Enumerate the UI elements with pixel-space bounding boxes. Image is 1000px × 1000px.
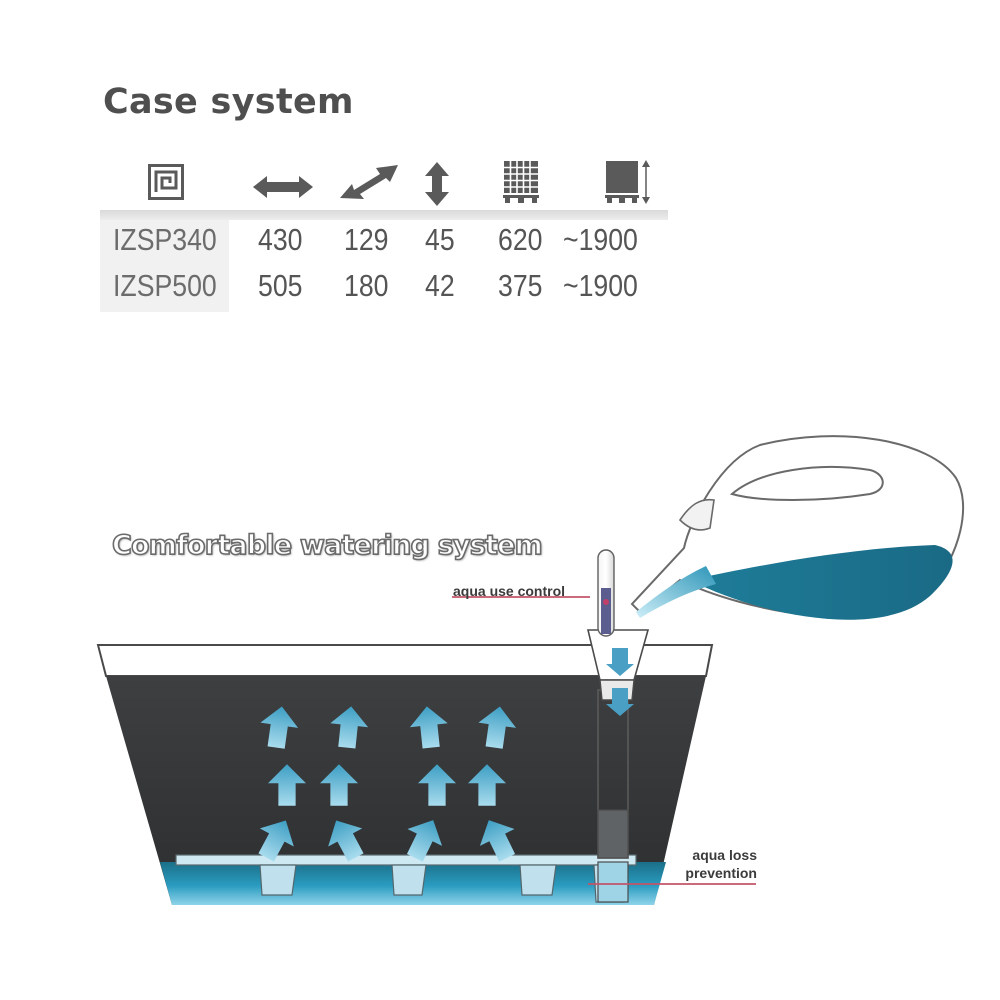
aqua-use-control-label: aqua use control [453,583,566,599]
stack-height-icon [605,160,650,204]
pallet-grid-icon [503,161,539,203]
width-value: 505 [258,268,303,303]
stack-height-value: ~1900 [563,222,638,257]
spec-table-header [0,150,700,220]
height-arrow-icon [425,162,449,206]
width-value: 430 [258,222,303,257]
depth-arrow-icon [340,165,398,199]
model-name: IZSP340 [113,222,217,257]
depth-value: 180 [344,268,389,303]
watering-system-title: Comfortable watering system [111,529,543,562]
pallet-quantity-value: 375 [498,268,543,303]
width-arrow-icon [253,176,313,198]
model-name: IZSP500 [113,268,217,303]
model-column-background [100,220,229,312]
watering-system-illustration [96,435,965,905]
table-header-rule [100,210,668,220]
aqua-loss-label-line2: prevention [685,865,757,881]
watering-can-water [690,545,953,620]
stack-height-value: ~1900 [563,268,638,303]
aqua-loss-label-line1: aqua loss [692,847,757,863]
height-value: 42 [425,268,455,303]
water-stream [636,566,716,618]
aqua-loss-prevention-label: aqua loss prevention [667,846,757,882]
depth-value: 129 [344,222,389,257]
pallet-quantity-value: 620 [498,222,543,257]
planter-icon [148,164,184,200]
table-row: IZSP340 430 129 45 620 ~1900 [0,222,700,266]
table-row: IZSP500 505 180 42 375 ~1900 [0,268,700,312]
planter-grid-floor [175,854,637,866]
height-value: 45 [425,222,455,257]
page-title: Case system [103,82,354,122]
planter-soil [106,676,706,905]
